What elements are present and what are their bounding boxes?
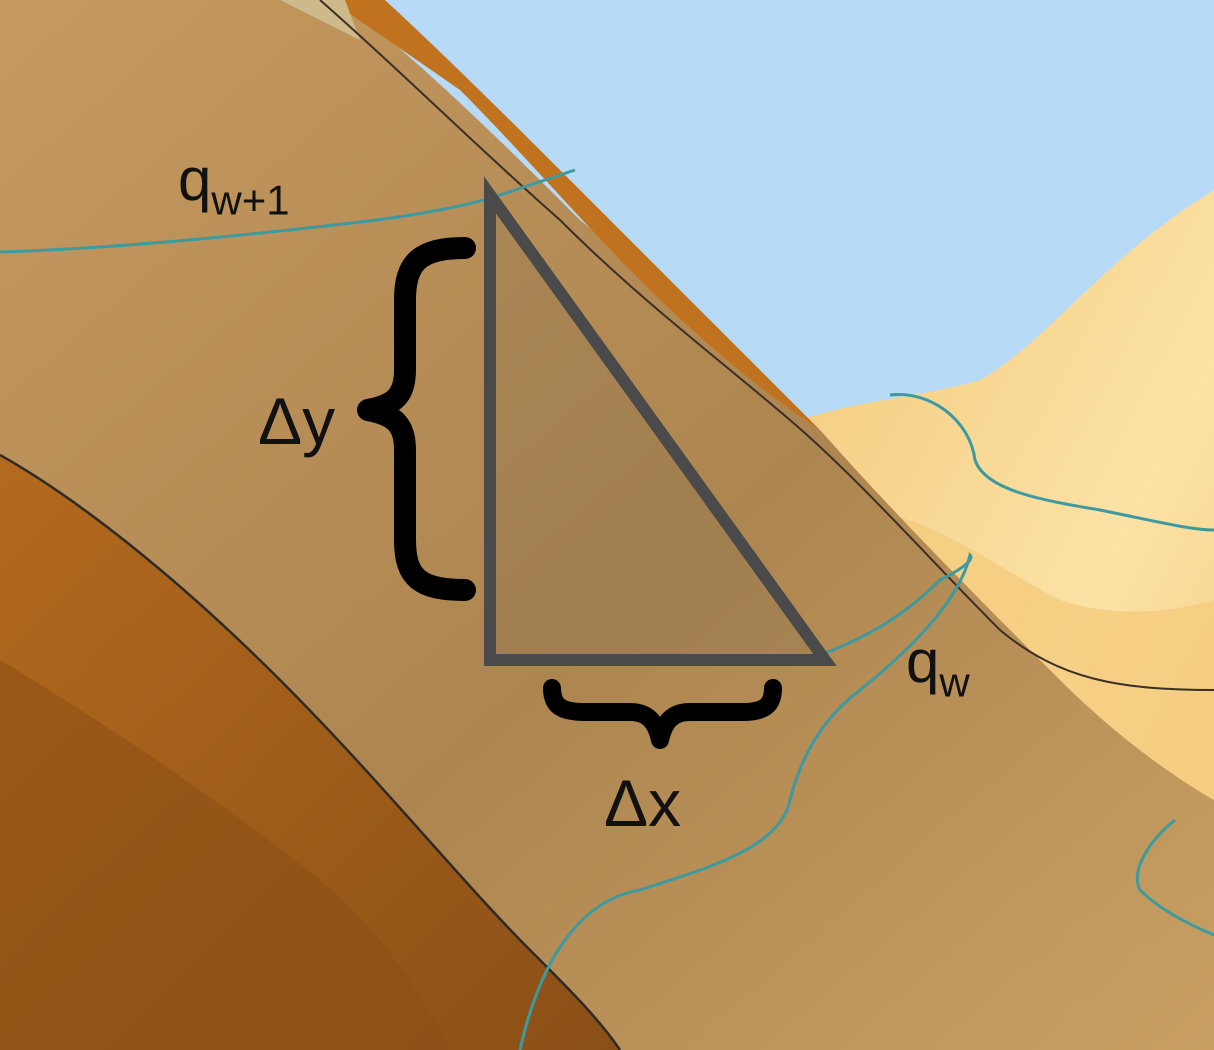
label-q-w-plus-1-base: q <box>178 146 212 213</box>
contour-line-upper <box>0 168 576 254</box>
contour-line-dune <box>889 392 1214 532</box>
left-slope-shadow <box>0 660 450 1050</box>
ridge-top-patch <box>280 0 360 40</box>
slope-outline-lower <box>0 453 622 1050</box>
label-delta-x: Δx <box>604 766 682 840</box>
label-q-w-subscript: w <box>939 658 970 706</box>
brace-vertical <box>357 237 476 601</box>
label-q-w: qw <box>906 632 970 704</box>
brace-horizontal <box>543 679 782 749</box>
label-delta-y: Δy <box>258 384 336 458</box>
ridge-strip <box>330 0 820 430</box>
contour-line-dune-lower <box>1135 818 1214 937</box>
ridge-outline <box>319 0 1214 691</box>
slope-triangle <box>484 176 837 666</box>
label-q-w-plus-1-subscript: w+1 <box>211 176 290 224</box>
contour-line-lower <box>518 552 973 1050</box>
label-q-w-plus-1: qw+1 <box>178 150 290 222</box>
label-q-w-base: q <box>906 628 940 695</box>
